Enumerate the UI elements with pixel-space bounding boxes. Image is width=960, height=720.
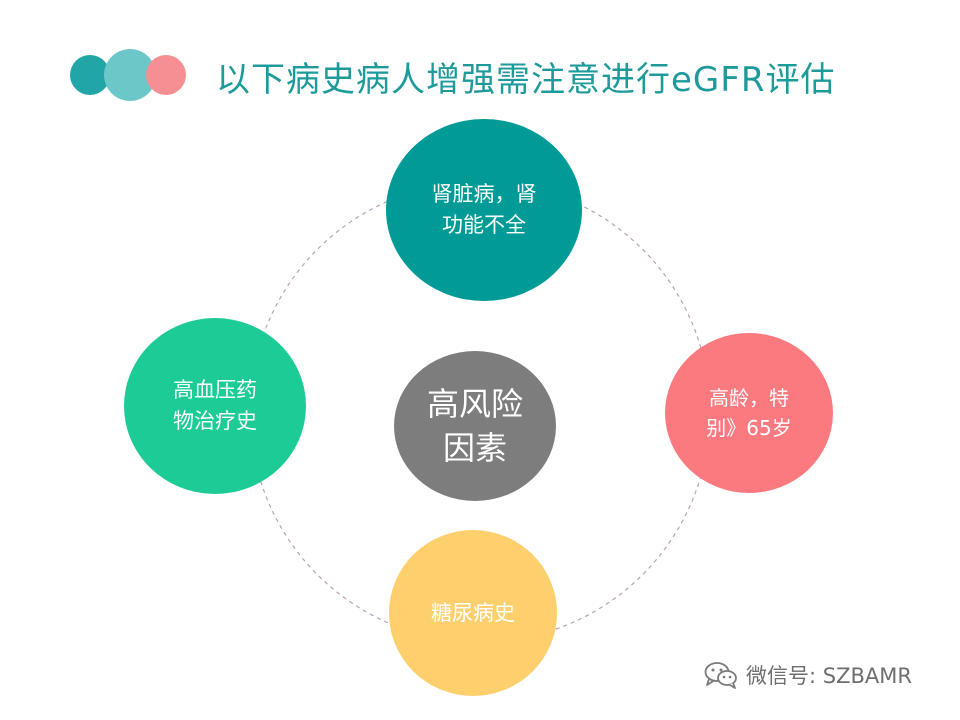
node-diabetes: 糖尿病史 [389, 530, 557, 696]
node-hypertension-line1: 高血压药 [173, 378, 257, 402]
node-center-line1: 高风险 [426, 385, 523, 423]
node-elderly: 高龄，特 别》65岁 [665, 333, 833, 493]
node-diabetes-line1: 糖尿病史 [431, 600, 515, 625]
decor-circle-pink [146, 55, 186, 95]
watermark-text: 微信号: SZBAMR [746, 664, 912, 688]
node-kidney-disease: 肾脏病，肾 功能不全 [386, 119, 582, 301]
node-elderly-line1: 高龄，特 [709, 386, 789, 410]
node-high-risk-factors: 高风险 因素 [394, 351, 556, 501]
node-center-line2: 因素 [442, 429, 507, 467]
node-hypertension-line2: 物治疗史 [173, 409, 257, 433]
page-title: 以下病史病人增强需注意进行eGFR评估 [216, 60, 836, 100]
node-kidney-disease-line2: 功能不全 [442, 213, 526, 237]
watermark: 微信号: SZBAMR [704, 660, 912, 690]
decor-circle-teal [70, 55, 110, 95]
node-kidney-disease-line1: 肾脏病，肾 [431, 182, 537, 206]
node-elderly-line2: 别》65岁 [706, 416, 792, 440]
node-hypertension: 高血压药 物治疗史 [124, 318, 306, 494]
wechat-icon [704, 662, 737, 689]
